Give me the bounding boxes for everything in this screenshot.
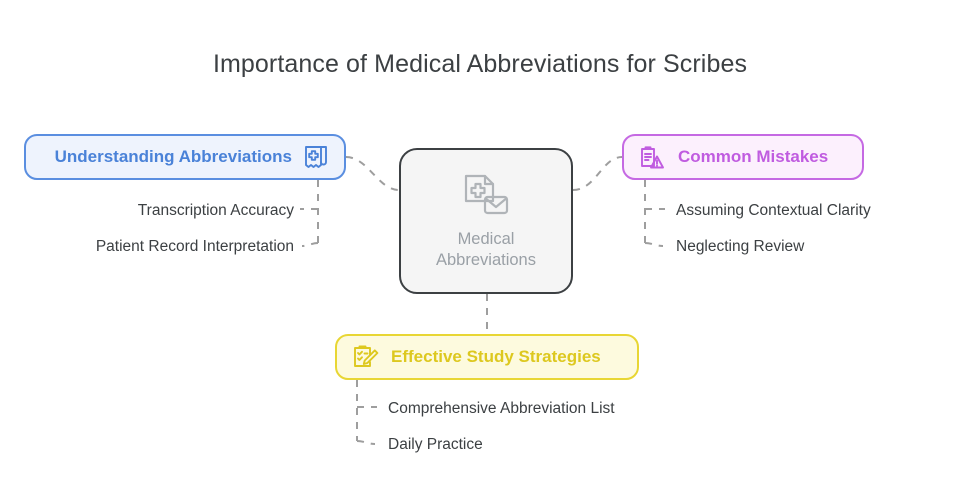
leaf-item-daily-practice[interactable]: Daily Practice <box>388 436 483 453</box>
branch-label-understanding: Understanding Abbreviations <box>54 147 292 166</box>
clipboard-warning-icon <box>641 146 664 169</box>
leaf-item-neglecting-review[interactable]: Neglecting Review <box>676 238 805 255</box>
connector-strategies-leaf-2 <box>356 440 376 445</box>
leaf-item-assuming-contextual-clarity[interactable]: Assuming Contextual Clarity <box>676 202 871 219</box>
clipboard-pencil-icon <box>354 345 379 367</box>
medical-prescription-icon <box>305 146 327 168</box>
branch-label-strategies: Effective Study Strategies <box>391 347 601 366</box>
center-node-label-line1: Medical <box>457 230 515 248</box>
branch-node-effective-study-strategies[interactable]: Effective Study Strategies <box>335 334 639 380</box>
branch-node-understanding-abbreviations[interactable]: Understanding Abbreviations <box>24 134 346 180</box>
center-node[interactable]: Medical Abbreviations <box>399 148 573 294</box>
leaf-item-transcription-accuracy[interactable]: Transcription Accuracy <box>137 202 294 219</box>
center-node-label-line2: Abbreviations <box>436 251 536 269</box>
connector-mistakes-leaf-2 <box>644 242 664 247</box>
leaf-item-comprehensive-abbreviation-list[interactable]: Comprehensive Abbreviation List <box>388 400 615 417</box>
page-title: Importance of Medical Abbreviations for … <box>212 50 748 78</box>
connector-understanding-leaf-2 <box>301 242 319 247</box>
branch-label-mistakes: Common Mistakes <box>678 147 829 166</box>
connector-center-understanding <box>345 156 400 191</box>
branch-node-common-mistakes[interactable]: Common Mistakes <box>622 134 864 180</box>
connector-center-mistakes <box>572 156 623 191</box>
leaf-item-patient-record-interpretation[interactable]: Patient Record Interpretation <box>95 238 294 255</box>
medical-document-envelope-icon <box>464 174 509 215</box>
center-node-label: Medical Abbreviations <box>436 229 536 271</box>
